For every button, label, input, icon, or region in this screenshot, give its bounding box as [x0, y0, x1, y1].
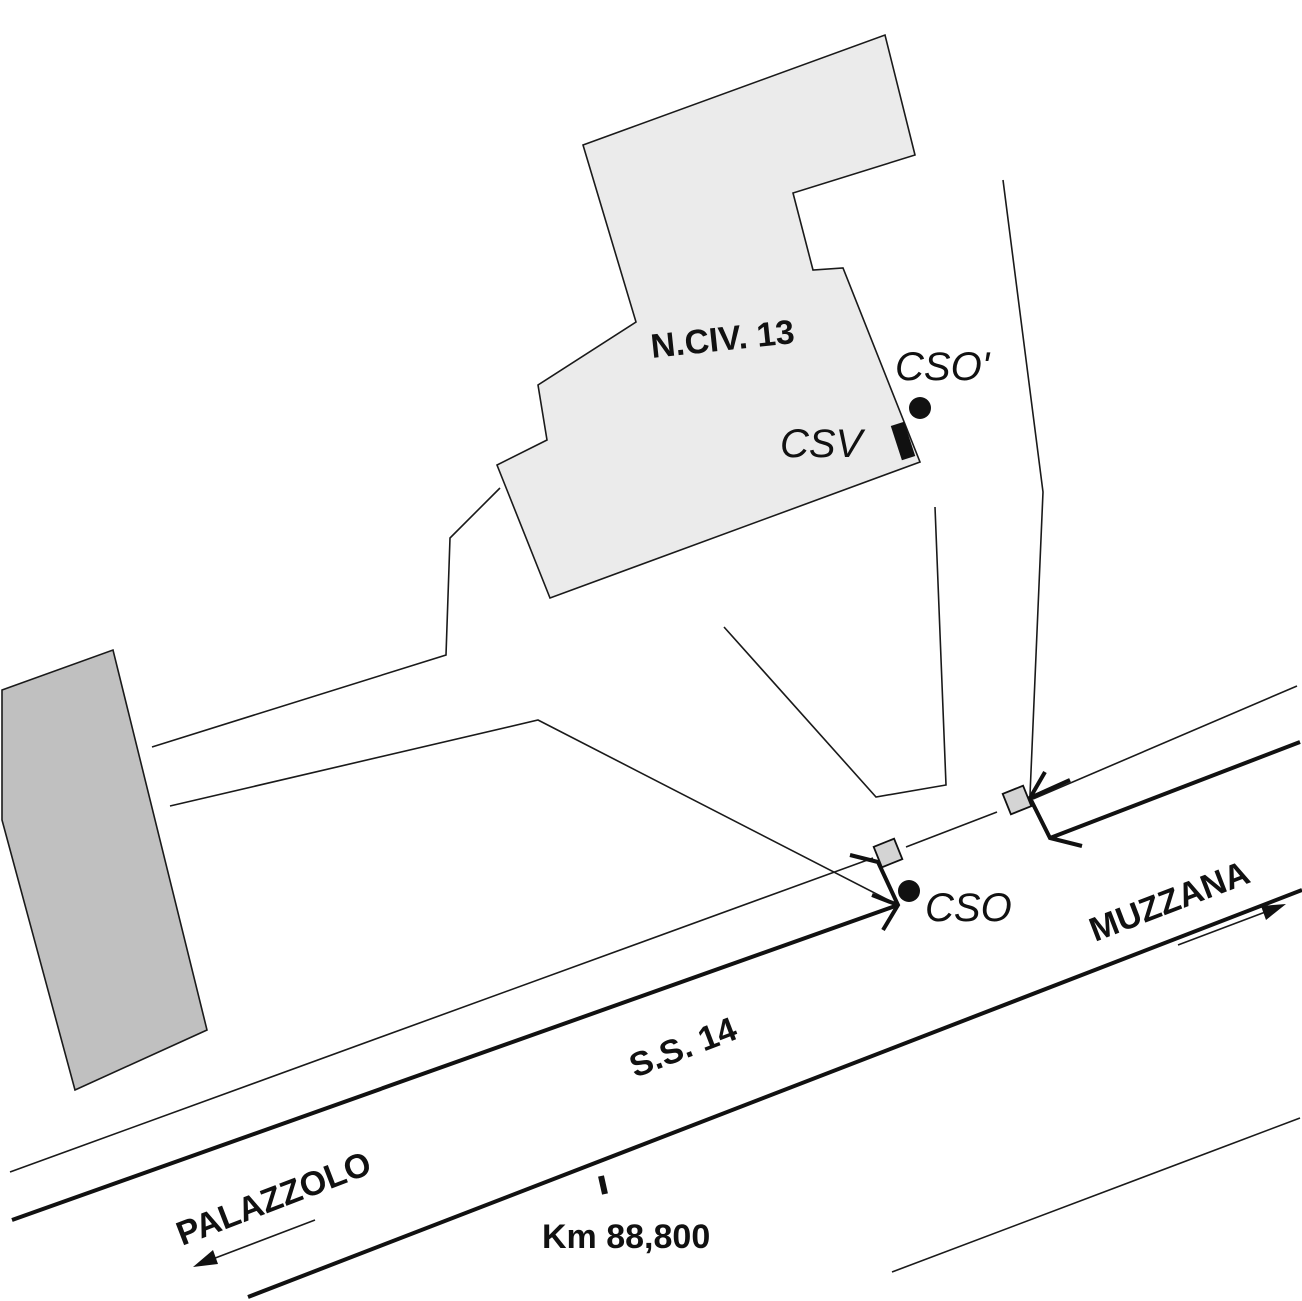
road-connection — [905, 811, 998, 848]
east-arrow-line — [1177, 910, 1269, 946]
connection-symbol — [871, 893, 899, 907]
east-arrow-head — [1261, 904, 1286, 920]
cso-prime-marker — [909, 397, 931, 419]
connection-symbol — [1029, 778, 1071, 800]
csv-marker — [890, 421, 916, 461]
boundary-line — [151, 487, 501, 748]
road-label: S.S. 14 — [624, 1010, 742, 1085]
neighbor-building — [1, 648, 208, 1092]
pipe-line-east — [1002, 179, 1044, 796]
west-arrow-line — [209, 1219, 316, 1261]
junction-box — [1001, 784, 1033, 816]
cso-prime-label: CSO' — [895, 345, 991, 389]
palazzolo-label: PALAZZOLO — [171, 1144, 376, 1253]
road-edge — [891, 1117, 1301, 1273]
road-edge — [1032, 685, 1298, 800]
pipe-line-west — [169, 719, 899, 906]
km-label: Km 88,800 — [542, 1218, 710, 1256]
main-building — [495, 33, 922, 600]
road-carriageway-north — [11, 903, 899, 1222]
csv-label: CSV — [780, 422, 866, 466]
km-marker — [598, 1175, 608, 1195]
connection-symbol — [849, 853, 901, 932]
cso-marker — [898, 880, 920, 902]
road-carriageway-north — [1049, 740, 1301, 840]
cso-label: CSO — [925, 886, 1012, 930]
junction-box — [872, 837, 904, 869]
west-arrow-head — [193, 1250, 218, 1267]
road-carriageway-south — [247, 888, 1302, 1299]
connection-symbol — [1027, 771, 1083, 848]
road-edge — [9, 857, 874, 1173]
boundary-line — [723, 506, 947, 798]
muzzana-label: MUZZANA — [1084, 854, 1255, 950]
